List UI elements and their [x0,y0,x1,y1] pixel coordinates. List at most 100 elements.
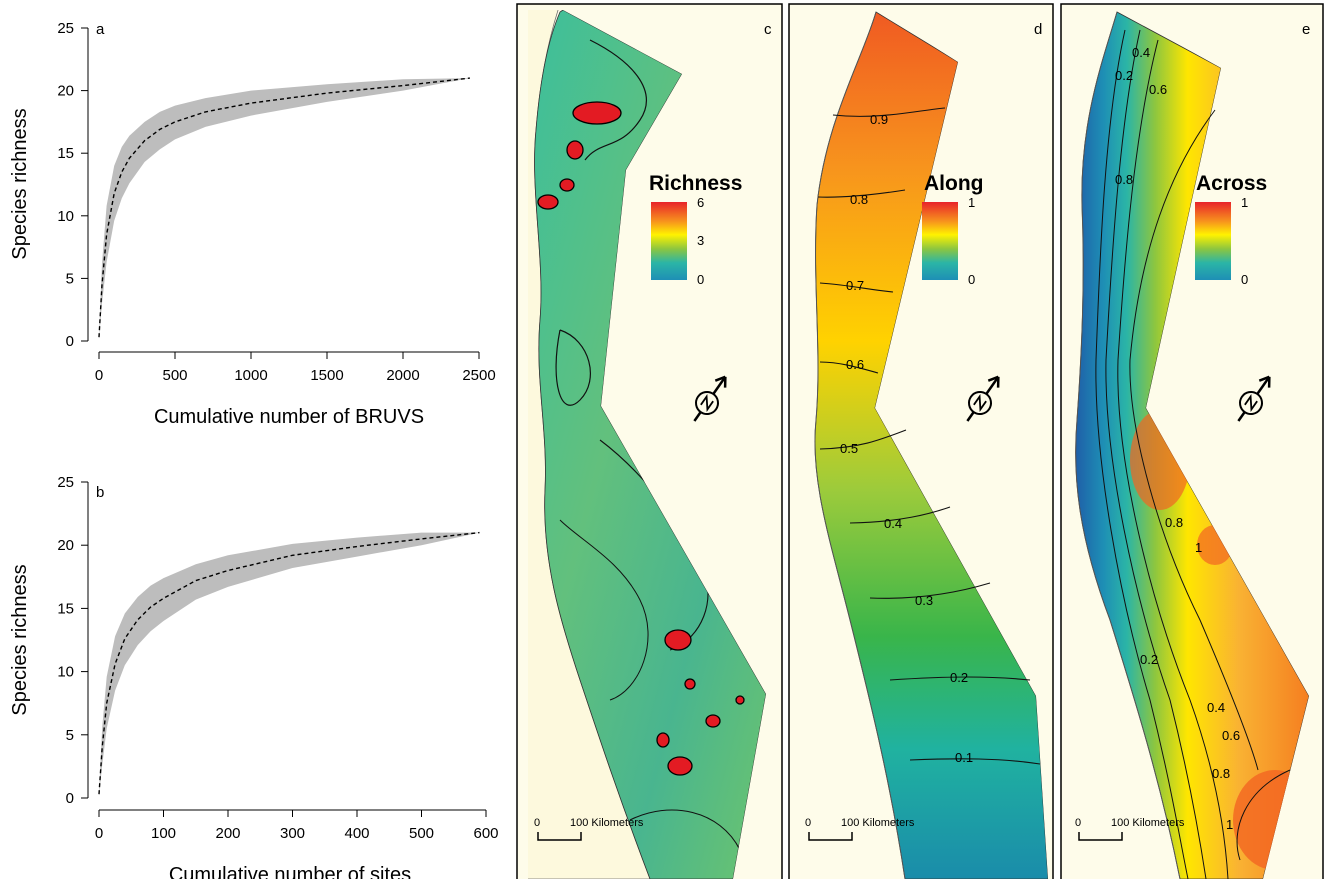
contour-line [1129,109,1259,771]
y-tick-label: 0 [66,333,74,350]
contour-line [909,758,1041,765]
richness-hotspot [735,695,745,705]
x-tick-label: 100 [151,825,176,842]
contour-line [1236,769,1291,861]
y-tick-label: 15 [57,600,74,617]
x-tick-label: 200 [215,825,240,842]
scale-bar-start-label: 0 [805,817,811,829]
x-tick-label: 0 [95,367,103,384]
contour-label: 0.5 [840,441,858,456]
scale-bar-start-label: 0 [534,817,540,829]
x-axis-title: Cumulative number of BRUVS [154,406,424,428]
panel-d-along-map: 0.9 0.8 0.7 0.6 0.5 0.4 0.3 0.2 0.1 d Al… [788,3,1054,879]
contour-line [555,329,591,406]
contour-label: 0.4 [1207,700,1225,715]
y-tick-label: 25 [57,20,74,37]
x-tick-label: 2500 [462,367,495,384]
legend-title: Richness [649,172,742,195]
contour-label: 0.3 [915,593,933,608]
y-tick-label: 0 [66,790,74,807]
legend-tick: 3 [697,233,704,248]
y-tick-label: 5 [66,270,74,287]
scale-bar: 0 100 Kilometers [534,817,644,841]
contour-label: 0.6 [846,357,864,372]
x-tick-label: 600 [473,825,498,842]
north-arrow-icon [693,375,727,422]
y-tick-label: 25 [57,474,74,491]
panel-label: c [764,21,772,38]
contour-label: 0.4 [1132,45,1150,60]
contour-line [584,39,647,161]
legend-tick: 1 [968,195,975,210]
richness-hotspot [572,101,622,125]
x-tick-label: 500 [162,367,187,384]
north-arrow-icon [1237,375,1271,422]
legend-tick: 1 [1241,195,1248,210]
x-tick-label: 400 [344,825,369,842]
legend-tick: 0 [968,272,975,287]
scale-bar-start-label: 0 [1075,817,1081,829]
scale-bar: 0 100 Kilometers [1075,817,1185,841]
contour-label: 0.4 [884,516,902,531]
contour-line [819,361,879,374]
legend-title: Across [1196,172,1267,195]
contour-label: 0.1 [955,750,973,765]
legend-tick: 0 [1241,272,1248,287]
contour-label: 0.8 [850,192,868,207]
scale-bar-end-label: 100 Kilometers [570,817,644,829]
contour-label: 0.6 [1149,82,1167,97]
y-axis-title: Species richness [9,108,31,259]
panel-label: e [1302,21,1310,38]
panel-e-across-map: 0.4 0.2 0.6 0.8 0.8 1 0.2 0.4 0.6 0.8 1 … [1060,3,1324,879]
contour-label: 0.8 [1115,172,1133,187]
x-tick-label: 1500 [310,367,343,384]
scale-bar: 0 100 Kilometers [805,817,915,841]
x-tick-label: 1000 [234,367,267,384]
legend-color-ramp [922,202,958,280]
panel-label: a [96,21,105,38]
panel-label: d [1034,21,1042,38]
x-tick-label: 500 [409,825,434,842]
across-contours: 0.4 0.2 0.6 0.8 0.8 1 0.2 0.4 0.6 0.8 1 [1095,29,1291,879]
contour-line [889,676,1031,681]
legend-color-ramp [651,202,687,280]
contour-line [817,189,906,198]
contour-label: 0.9 [870,112,888,127]
contour-line [1105,29,1207,879]
contour-line [629,809,741,851]
contour-label: 0.2 [1115,68,1133,83]
north-arrow-icon [966,375,1000,422]
contour-label: 0.8 [1165,515,1183,530]
x-tick-label: 0 [95,825,103,842]
contour-line [869,582,991,599]
contour-label: 1 [1226,817,1233,832]
legend: Richness 6 3 0 [649,172,742,287]
x-tick-label: 300 [280,825,305,842]
scale-bar-end-label: 100 Kilometers [1111,817,1185,829]
mean-line [98,531,480,795]
y-tick-label: 10 [57,664,74,681]
legend-tick: 6 [697,195,704,210]
richness-surface [534,10,766,879]
y-tick-label: 15 [57,145,74,162]
legend: Along 1 0 [922,172,983,287]
contour-label: 0.6 [1222,728,1240,743]
contour-line [1095,29,1189,879]
richness-hotspot [664,629,692,651]
contour-line [819,429,907,450]
contour-line [1117,39,1229,879]
panel-c-richness-map: c Richness 6 3 0 0 100 Kilometers [516,3,783,879]
richness-hotspot [705,714,721,728]
legend-title: Along [924,172,983,195]
richness-hotspot [684,678,696,690]
richness-hotspot [656,732,670,748]
y-tick-label: 10 [57,208,74,225]
richness-hotspot [559,178,575,192]
legend: Across 1 0 [1195,172,1267,287]
x-axis-title: Cumulative number of sites [169,864,411,879]
richness-hotspot [566,140,584,160]
along-contours: 0.9 0.8 0.7 0.6 0.5 0.4 0.3 0.2 0.1 [817,107,1041,765]
